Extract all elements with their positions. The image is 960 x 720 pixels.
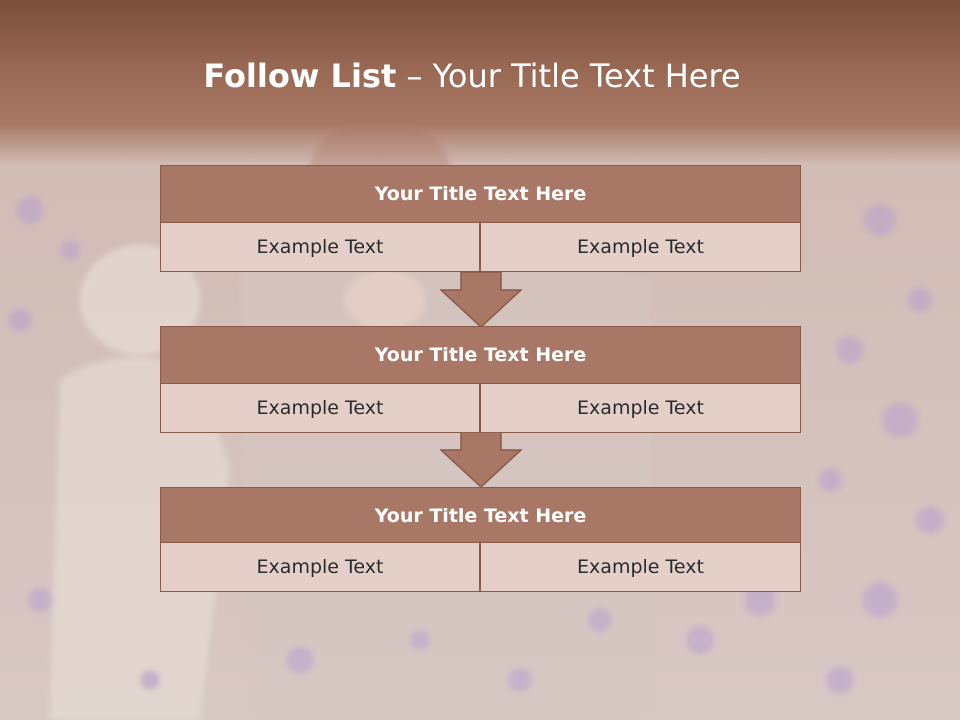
block-title: Your Title Text Here — [160, 487, 801, 545]
down-arrow-1 — [440, 272, 522, 328]
block-cell-right: Example Text — [480, 383, 801, 433]
block-cell-left: Example Text — [160, 542, 480, 592]
title-rest: – Your Title Text Here — [396, 57, 741, 95]
block-cell-right: Example Text — [480, 222, 801, 272]
block-cell-left: Example Text — [160, 383, 480, 433]
block-title: Your Title Text Here — [160, 165, 801, 223]
header-band — [0, 0, 960, 165]
block-cell-right: Example Text — [480, 542, 801, 592]
block-title: Your Title Text Here — [160, 326, 801, 384]
slide-title: Follow List – Your Title Text Here — [0, 55, 944, 97]
block-cell-left: Example Text — [160, 222, 480, 272]
down-arrow-2 — [440, 432, 522, 488]
title-bold: Follow List — [203, 57, 397, 95]
